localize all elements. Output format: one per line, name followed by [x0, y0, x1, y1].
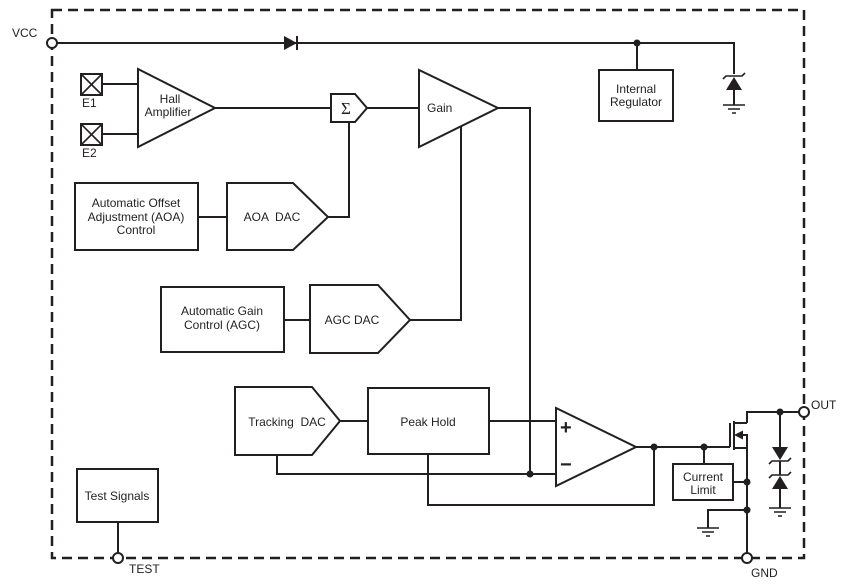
out-terminal: OUT: [798, 398, 837, 418]
gnd-pad-icon: [741, 552, 753, 564]
out-label: OUT: [811, 398, 837, 412]
agc-control-label-1: Automatic Gain: [181, 304, 263, 318]
gain-block: Gain: [418, 68, 501, 149]
ground-icon: [723, 104, 745, 114]
agc-dac-block: AGC DAC: [309, 284, 412, 354]
x-mark-icon: [80, 123, 103, 146]
output-mosfet-icon: [729, 421, 748, 450]
internal-ground-icon: [697, 527, 719, 537]
peak-hold-block: Peak Hold: [367, 387, 490, 455]
test-signals-label: Test Signals: [85, 489, 150, 503]
aoa-control-label-2: Adjustment (AOA): [88, 210, 185, 224]
output-zener-clamp-icon: [768, 447, 792, 517]
comparator-plus-label: +: [560, 417, 572, 439]
aoa-dac-to-sum-wire: [328, 122, 350, 218]
current-limit-label-2: Limit: [690, 483, 716, 497]
current-limit-label-1: Current: [683, 470, 724, 484]
sigma-symbol: Σ: [341, 99, 351, 118]
comparator-minus-label: −: [560, 454, 572, 476]
agc-dac-to-gain-wire: [410, 127, 462, 321]
vcc-series-diode-icon: [284, 36, 298, 50]
source-ground-branch-wire: [707, 509, 747, 528]
feedback-to-peakhold-wire: [427, 447, 655, 506]
aoa-control-block: Automatic Offset Adjustment (AOA) Contro…: [74, 182, 199, 251]
agc-control-label-2: Control (AGC): [184, 318, 260, 332]
junction-dot: [650, 443, 658, 451]
agc-dac-label: AGC DAC: [325, 313, 380, 327]
hall-plate-e1: E1: [80, 73, 103, 110]
hall-input-wires: [102, 83, 138, 135]
ic-boundary-border: [50, 8, 806, 560]
vcc-label: VCC: [12, 26, 38, 40]
gain-label: Gain: [427, 101, 452, 115]
aoa-control-label-1: Automatic Offset: [92, 196, 181, 210]
test-label: TEST: [129, 562, 160, 576]
vcc-terminal: VCC: [12, 26, 58, 49]
e2-label: E2: [82, 146, 97, 160]
gnd-terminal: GND: [741, 552, 778, 580]
junction-dot: [700, 443, 708, 451]
aoa-dac-label: AOA DAC: [244, 210, 301, 224]
internal-regulator-label-2: Regulator: [610, 95, 662, 109]
gain-output-wire: [498, 107, 531, 474]
tracking-to-minus-wire: [276, 455, 556, 475]
junction-dot: [776, 408, 784, 416]
agc-control-block: Automatic Gain Control (AGC): [160, 286, 285, 353]
internal-regulator-block: Internal Regulator: [598, 69, 674, 122]
vcc-zener-diode-icon: [722, 72, 746, 114]
junction-dot: [526, 470, 534, 478]
tracking-dac-label: Tracking DAC: [248, 415, 326, 429]
hall-amplifier-label-1: Hall: [160, 92, 181, 106]
x-mark-icon: [80, 73, 103, 96]
test-signals-block: Test Signals: [76, 468, 159, 523]
hall-amplifier-label-2: Amplifier: [145, 105, 192, 119]
test-pad-icon: [112, 552, 124, 564]
e1-label: E1: [82, 96, 97, 110]
out-pad-icon: [798, 406, 810, 418]
tracking-dac-block: Tracking DAC: [234, 386, 342, 456]
vcc-rail-wire: [57, 42, 735, 74]
drain-to-out-wire: [746, 411, 799, 423]
junction-dot: [743, 478, 751, 486]
summing-block: Σ: [330, 93, 369, 123]
hall-plate-e2: E2: [80, 123, 103, 160]
current-limit-block: Current Limit: [672, 463, 734, 501]
peak-hold-label: Peak Hold: [400, 415, 455, 429]
comparator-block: + −: [555, 406, 639, 488]
junction-dots: [526, 39, 784, 514]
junction-dot: [633, 39, 641, 47]
aoa-dac-block: AOA DAC: [226, 182, 330, 251]
vcc-pad-icon: [46, 37, 58, 49]
hall-amplifier-block: Hall Amplifier: [137, 67, 218, 149]
test-terminal: TEST: [112, 552, 160, 576]
ground-icon: [769, 507, 791, 517]
aoa-control-label-3: Control: [117, 223, 156, 237]
gnd-label: GND: [751, 566, 778, 580]
junction-dot: [743, 506, 751, 514]
internal-regulator-label-1: Internal: [616, 82, 656, 96]
